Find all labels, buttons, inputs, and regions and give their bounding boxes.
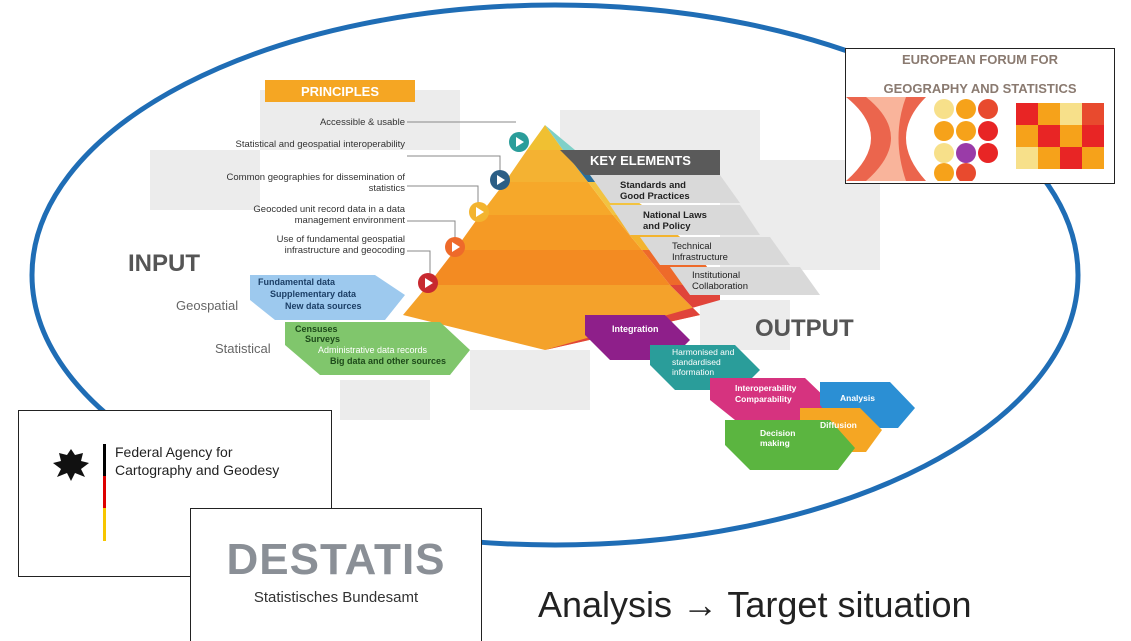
bkg-name-line1: Federal Agency for (115, 444, 233, 460)
statistical-label: Statistical (215, 341, 271, 356)
principle-2: Statistical and geospatial interoperabil… (235, 139, 405, 150)
harmonised-label: Harmonised and standardised information (672, 347, 735, 377)
statistical-item-3: Administrative data records (318, 345, 428, 355)
frame-ellipse (29, 2, 1081, 548)
key-element-bars (590, 175, 820, 295)
principle-4: Geocoded unit record data in a data mana… (253, 204, 405, 226)
decision-label: Decision making (760, 428, 796, 448)
key-element-2: National Laws and Policy (643, 210, 707, 232)
efgs-graphic (846, 97, 1104, 181)
principle-3: Common geographies for dissemination of … (226, 172, 405, 194)
bkg-name-line2: Cartography and Geodesy (115, 462, 280, 478)
decision-step (725, 420, 855, 470)
key-element-1: Standards and Good Practices (620, 180, 690, 202)
statistical-item-2: Surveys (305, 334, 341, 344)
destatis-logo: DESTATIS Statistisches Bundesamt (190, 508, 482, 641)
geospatial-shape (250, 275, 405, 320)
geospatial-item-3: New data sources (285, 301, 362, 311)
caption: Analysis → Target situation (538, 584, 972, 625)
key-elements-banner (560, 150, 720, 175)
destatis-subtitle: Statistisches Bundesamt (253, 589, 419, 606)
eagle-icon (53, 449, 89, 481)
statistical-item-4: Big data and other sources (330, 356, 447, 366)
geospatial-label: Geospatial (176, 298, 239, 313)
destatis-wordmark: DESTATIS (226, 535, 446, 584)
integration-label: Integration (612, 324, 659, 334)
interop-label: Interoperability Comparability (735, 383, 797, 404)
input-label: INPUT (128, 250, 200, 277)
key-elements-header: KEY ELEMENTS (590, 153, 691, 168)
statistical-shape (285, 322, 470, 375)
principle-leaders (407, 121, 516, 275)
diffusion-label: Diffusion (820, 420, 857, 430)
principles-header: PRINCIPLES (265, 80, 415, 102)
principle-1: Accessible & usable (319, 117, 405, 128)
output-label: OUTPUT (755, 315, 854, 342)
flag-bar (103, 444, 106, 541)
geospatial-item-2: Supplementary data (270, 289, 357, 299)
key-element-4: Institutional Collaboration (692, 270, 748, 292)
efgs-logo: EUROPEAN FORUM FOR GEOGRAPHY AND STATIST… (845, 48, 1115, 184)
efgs-title-line2: GEOGRAPHY AND STATISTICS (883, 81, 1077, 96)
key-element-3: Technical Infrastructure (672, 241, 728, 263)
geospatial-item-1: Fundamental data (258, 277, 336, 287)
efgs-title-line1: EUROPEAN FORUM FOR (902, 52, 1058, 67)
analysis-label: Analysis (840, 393, 875, 403)
principle-5: Use of fundamental geospatial infrastruc… (276, 234, 405, 256)
play-icons (418, 132, 529, 293)
statistical-item-1: Censuses (295, 324, 338, 334)
